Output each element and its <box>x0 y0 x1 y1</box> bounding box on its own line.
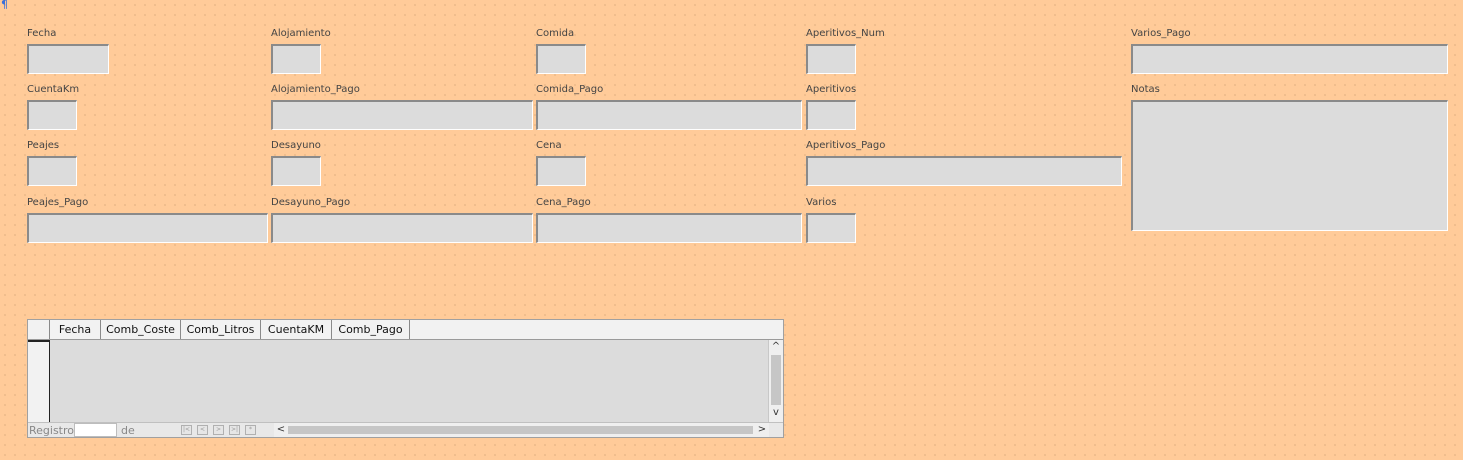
comida-field[interactable] <box>536 44 586 74</box>
of-label: de <box>121 424 135 437</box>
row-handle-divider <box>28 340 50 342</box>
desayuno-label: Desayuno <box>271 140 321 151</box>
aperitivos-label: Aperitivos <box>806 84 857 95</box>
scroll-left-icon[interactable]: < <box>276 424 286 435</box>
first-record-icon[interactable]: |< <box>181 425 192 435</box>
varios-label: Varios <box>806 197 837 208</box>
cena-pago-field[interactable] <box>536 213 802 243</box>
next-record-icon[interactable]: > <box>213 425 224 435</box>
cena-pago-label: Cena_Pago <box>536 197 591 208</box>
peajes-field[interactable] <box>27 156 77 186</box>
fecha-field[interactable] <box>27 44 109 74</box>
comida-pago-label: Comida_Pago <box>536 84 604 95</box>
column-header-comb-pago[interactable]: Comb_Pago <box>332 320 410 339</box>
row-handle-column[interactable] <box>28 340 50 422</box>
record-label: Registro <box>29 424 75 437</box>
desayuno-pago-field[interactable] <box>271 213 533 243</box>
scroll-down-icon[interactable]: v <box>773 407 779 418</box>
cuentakm-label: CuentaKm <box>27 84 80 95</box>
vertical-scroll-thumb[interactable] <box>771 355 781 405</box>
cena-field[interactable] <box>536 156 586 186</box>
alojamiento-field[interactable] <box>271 44 321 74</box>
desayuno-pago-label: Desayuno_Pago <box>271 197 351 208</box>
column-header-comb-coste[interactable]: Comb_Coste <box>101 320 181 339</box>
notas-label: Notas <box>1131 84 1160 95</box>
alojamiento-pago-label: Alojamiento_Pago <box>271 84 360 95</box>
aperitivos-num-label: Aperitivos_Num <box>806 28 885 39</box>
table-header: Fecha Comb_Coste Comb_Litros CuentaKM Co… <box>28 320 783 340</box>
vertical-scrollbar[interactable]: ^ v <box>768 340 783 422</box>
desayuno-field[interactable] <box>271 156 321 186</box>
aperitivos-pago-field[interactable] <box>806 156 1122 186</box>
aperitivos-field[interactable] <box>806 100 856 130</box>
column-header-fecha[interactable]: Fecha <box>50 320 101 339</box>
new-record-icon[interactable]: * <box>245 425 256 435</box>
varios-field[interactable] <box>806 213 856 243</box>
alojamiento-label: Alojamiento <box>271 28 331 39</box>
notas-field[interactable] <box>1131 100 1448 231</box>
cuentakm-field[interactable] <box>27 100 77 130</box>
record-number-input[interactable] <box>74 423 117 437</box>
combustible-table-grid[interactable]: Fecha Comb_Coste Comb_Litros CuentaKM Co… <box>27 319 784 438</box>
peajes-pago-field[interactable] <box>27 213 268 243</box>
scroll-up-icon[interactable]: ^ <box>771 341 781 352</box>
horizontal-scroll-thumb[interactable] <box>288 426 753 434</box>
alojamiento-pago-field[interactable] <box>271 100 533 130</box>
peajes-label: Peajes <box>27 140 60 151</box>
column-header-comb-litros[interactable]: Comb_Litros <box>181 320 261 339</box>
last-record-icon[interactable]: >| <box>229 425 240 435</box>
fecha-label: Fecha <box>27 28 57 39</box>
comida-pago-field[interactable] <box>536 100 802 130</box>
peajes-pago-label: Peajes_Pago <box>27 197 89 208</box>
column-header-cuentakm[interactable]: CuentaKM <box>261 320 332 339</box>
comida-label: Comida <box>536 28 575 39</box>
cena-label: Cena <box>536 140 562 151</box>
aperitivos-pago-label: Aperitivos_Pago <box>806 140 886 151</box>
aperitivos-num-field[interactable] <box>806 44 856 74</box>
horizontal-scrollbar[interactable]: < > <box>274 423 769 437</box>
varios-pago-label: Varios_Pago <box>1131 28 1191 39</box>
paragraph-mark-icon: ¶ <box>1 0 8 11</box>
scroll-right-icon[interactable]: > <box>757 424 767 435</box>
previous-record-icon[interactable]: < <box>197 425 208 435</box>
varios-pago-field[interactable] <box>1131 44 1448 74</box>
table-corner[interactable] <box>28 320 50 339</box>
record-navigation-bar: Registro de |< < > >| * < > <box>28 422 783 437</box>
